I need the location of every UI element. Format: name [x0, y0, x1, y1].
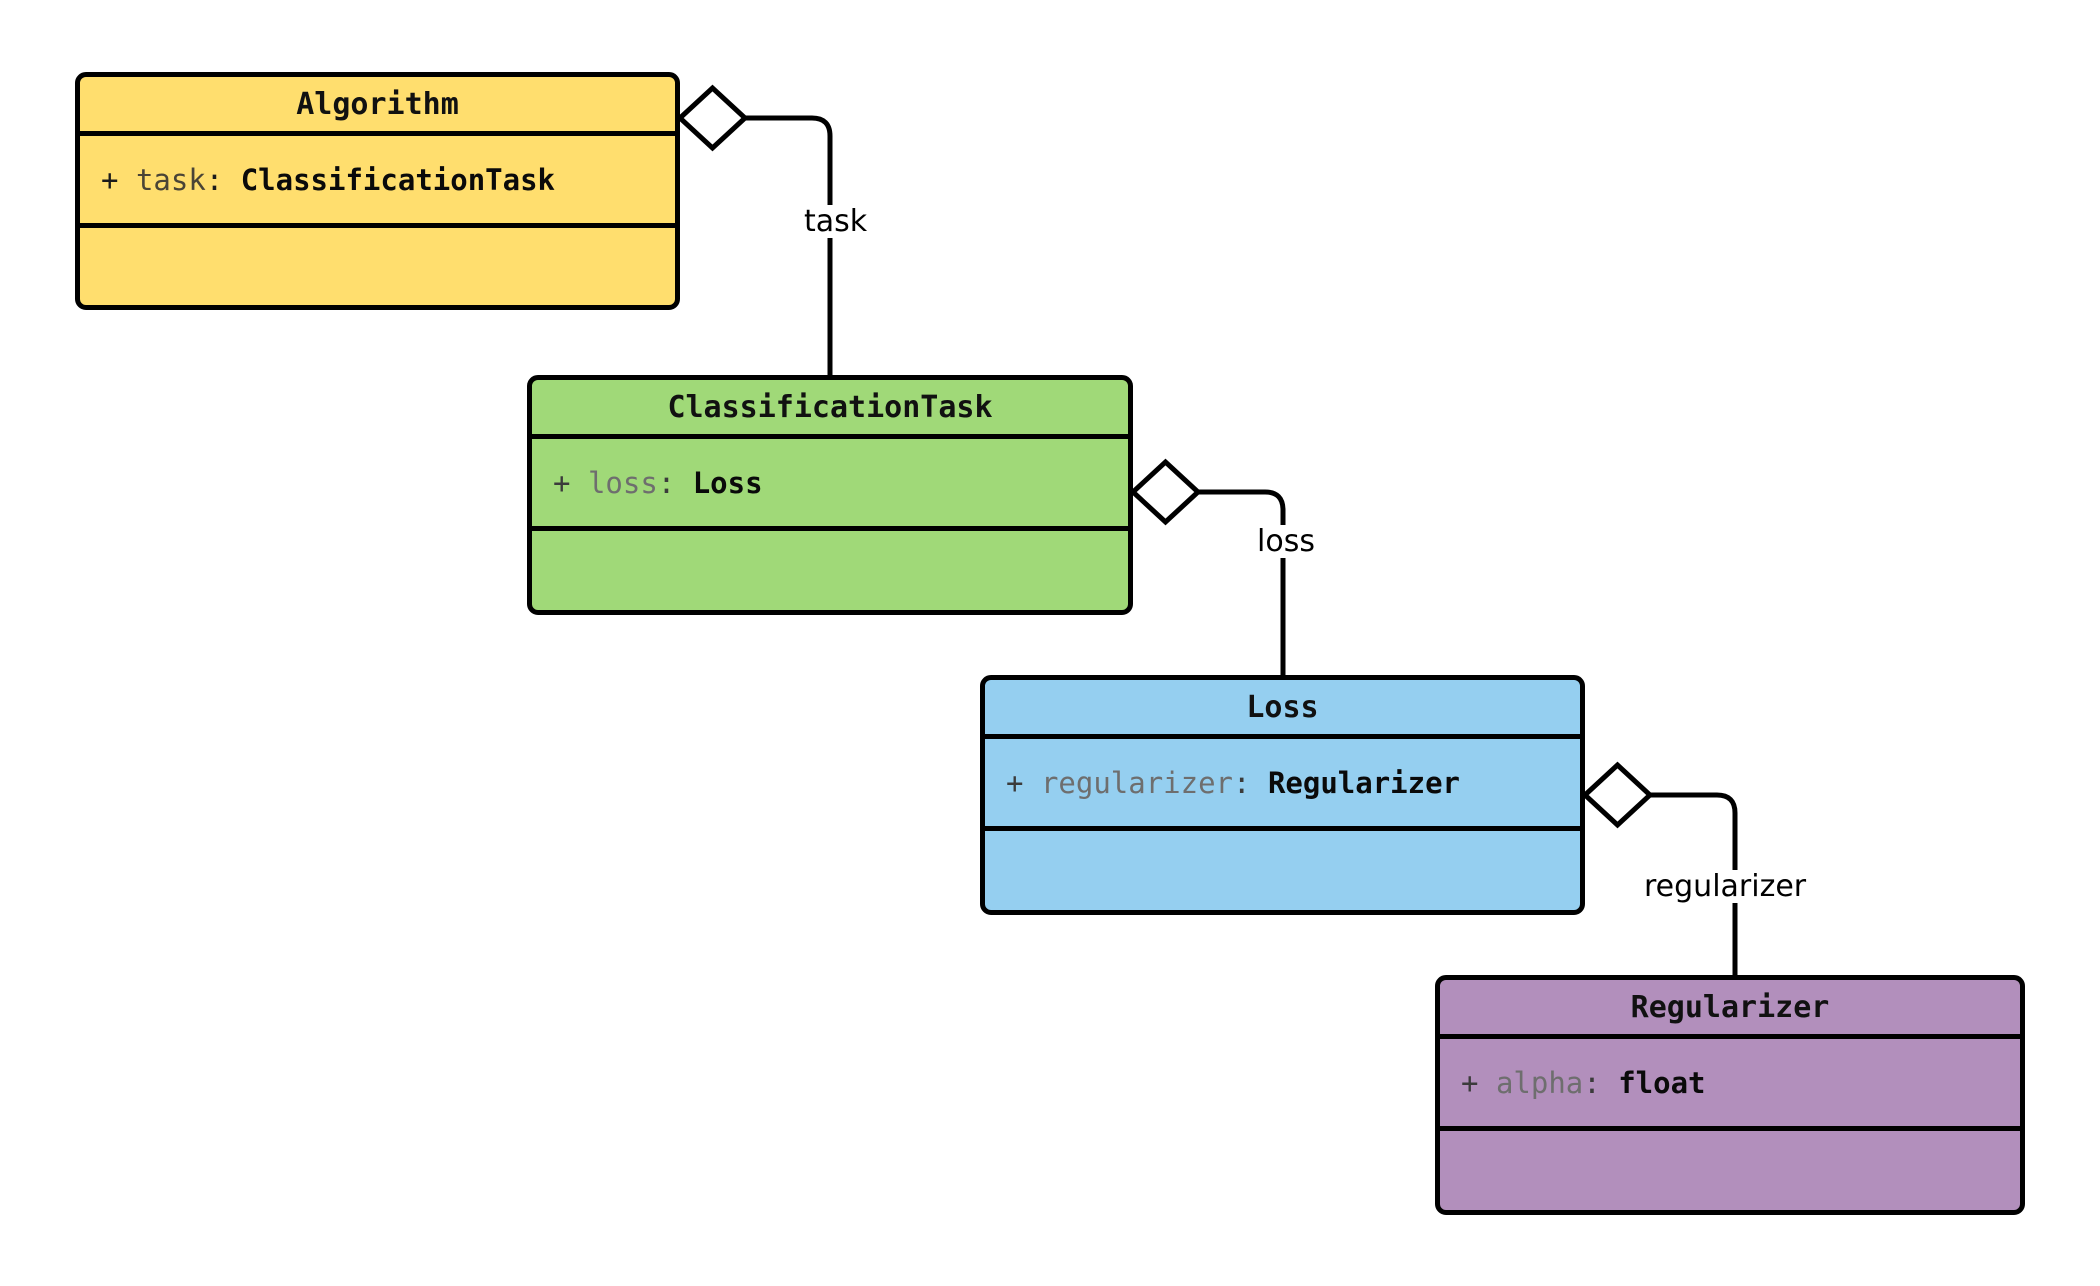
- attribute-visibility: +: [1461, 1065, 1479, 1100]
- class-box-regularizer[interactable]: Regularizer + alpha: float: [1435, 975, 2025, 1215]
- edge-label-regularizer: regularizer: [1640, 870, 1811, 903]
- edge-line-task: [745, 115, 833, 375]
- attribute-name: regularizer: [1040, 765, 1233, 800]
- edge-line-loss: [1198, 489, 1286, 675]
- attribute-type: Loss: [692, 465, 763, 500]
- attribute-row: + loss: Loss: [553, 466, 763, 500]
- class-attributes-regularizer: + alpha: float: [1440, 1039, 2020, 1131]
- attribute-separator: :: [205, 162, 224, 197]
- edge-label-task: task: [800, 205, 872, 238]
- class-box-loss[interactable]: Loss + regularizer: Regularizer: [980, 675, 1585, 915]
- relationship-loss: [1129, 458, 1286, 675]
- attribute-separator: :: [1233, 765, 1251, 800]
- attribute-type: float: [1618, 1065, 1706, 1100]
- attribute-row: + task: ClassificationTask: [101, 163, 555, 197]
- attribute-type: Regularizer: [1267, 765, 1460, 800]
- attribute-name: task: [135, 162, 206, 197]
- class-title-regularizer: Regularizer: [1440, 980, 2020, 1039]
- class-attributes-algorithm: + task: ClassificationTask: [80, 136, 675, 228]
- class-methods-regularizer: [1440, 1131, 2020, 1210]
- edge-label-loss: loss: [1253, 525, 1319, 558]
- attribute-type: ClassificationTask: [240, 162, 555, 197]
- class-attributes-classificationtask: + loss: Loss: [532, 439, 1128, 531]
- attribute-visibility: +: [553, 465, 571, 500]
- class-title-classificationtask: ClassificationTask: [532, 380, 1128, 439]
- attribute-row: + alpha: float: [1461, 1066, 1706, 1100]
- class-methods-classificationtask: [532, 531, 1128, 610]
- attribute-name: loss: [587, 465, 658, 500]
- class-box-algorithm[interactable]: Algorithm + task: ClassificationTask: [75, 72, 680, 310]
- class-box-classificationtask[interactable]: ClassificationTask + loss: Loss: [527, 375, 1133, 615]
- class-methods-algorithm: [80, 228, 675, 305]
- attribute-separator: :: [657, 465, 676, 500]
- aggregation-diamond-loss: [1129, 458, 1202, 526]
- class-title-loss: Loss: [985, 680, 1580, 739]
- class-methods-loss: [985, 831, 1580, 910]
- class-title-algorithm: Algorithm: [80, 77, 675, 136]
- attribute-separator: :: [1583, 1065, 1601, 1100]
- attribute-name: alpha: [1495, 1065, 1584, 1100]
- attribute-row: + regularizer: Regularizer: [1006, 766, 1460, 800]
- aggregation-diamond-regularizer: [1581, 761, 1654, 829]
- aggregation-diamond-task: [676, 84, 749, 152]
- class-attributes-loss: + regularizer: Regularizer: [985, 739, 1580, 831]
- attribute-visibility: +: [101, 162, 119, 197]
- attribute-visibility: +: [1006, 765, 1024, 800]
